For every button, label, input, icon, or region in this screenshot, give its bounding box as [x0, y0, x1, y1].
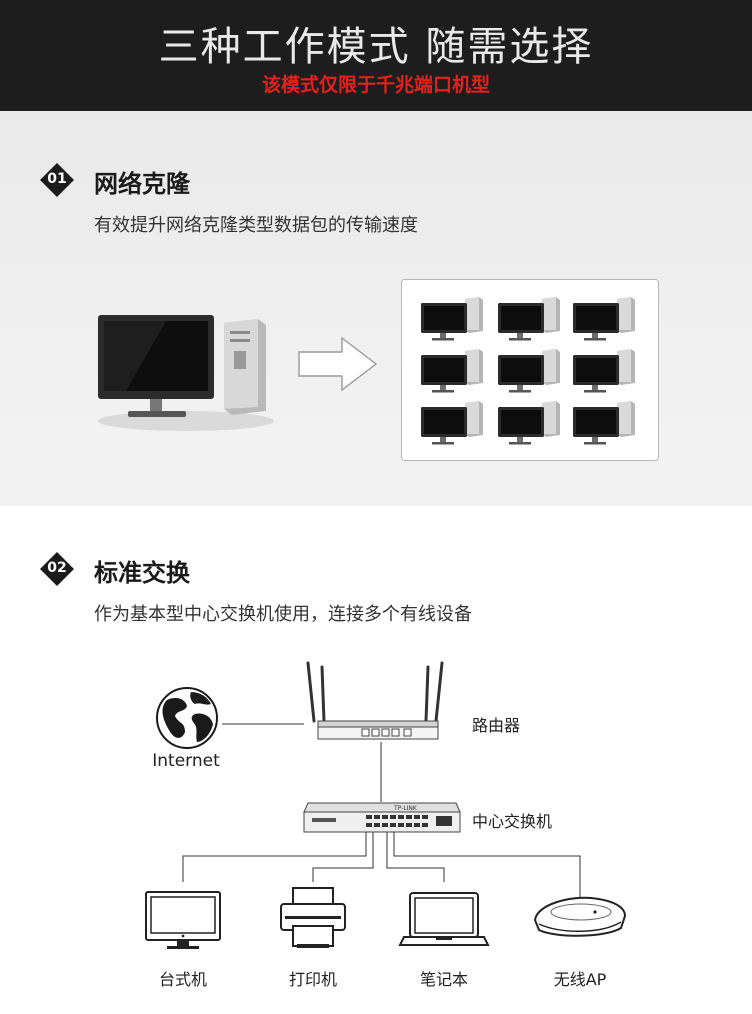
- device-label: 笔记本: [419, 970, 468, 989]
- section-number-badge: 02: [40, 552, 74, 586]
- device-label: 打印机: [288, 970, 337, 989]
- wireless-ap-icon: [533, 896, 627, 937]
- switch-brand-label: TP-LINK: [393, 805, 418, 812]
- section-number-badge: 01: [40, 163, 74, 197]
- cloned-computers-panel: [401, 279, 659, 461]
- desktop-computer-illustration: [98, 315, 274, 431]
- connection-lines: [182, 723, 581, 898]
- page-title: 三种工作模式 随需选择: [158, 24, 594, 70]
- switch-icon: TP-LINK: [303, 802, 461, 833]
- router-label: 路由器: [472, 716, 521, 735]
- section-description: 作为基本型中心交换机使用，连接多个有线设备: [94, 604, 472, 625]
- section-description: 有效提升网络克隆类型数据包的传输速度: [94, 215, 418, 236]
- section-standard-switch: 02 标准交换 作为基本型中心交换机使用，连接多个有线设备 Internet: [0, 506, 752, 1014]
- desktop-monitor-icon: [145, 891, 221, 949]
- section-title: 标准交换: [94, 559, 190, 587]
- page-subtitle: 该模式仅限于千兆端口机型: [261, 74, 490, 96]
- switch-label: 中心交换机: [472, 812, 553, 831]
- printer-icon: [280, 887, 346, 948]
- internet-label: Internet: [152, 751, 220, 771]
- page-header: 三种工作模式 随需选择 该模式仅限于千兆端口机型: [0, 0, 752, 111]
- router-icon: [306, 661, 444, 740]
- device-label: 无线AP: [553, 970, 607, 989]
- arrow-right-icon: [298, 336, 378, 392]
- laptop-icon: [398, 892, 490, 946]
- globe-icon: [156, 687, 218, 749]
- device-label: 台式机: [158, 970, 207, 989]
- section-title: 网络克隆: [94, 170, 190, 198]
- section-network-clone: 01 网络克隆 有效提升网络克隆类型数据包的传输速度: [0, 111, 752, 506]
